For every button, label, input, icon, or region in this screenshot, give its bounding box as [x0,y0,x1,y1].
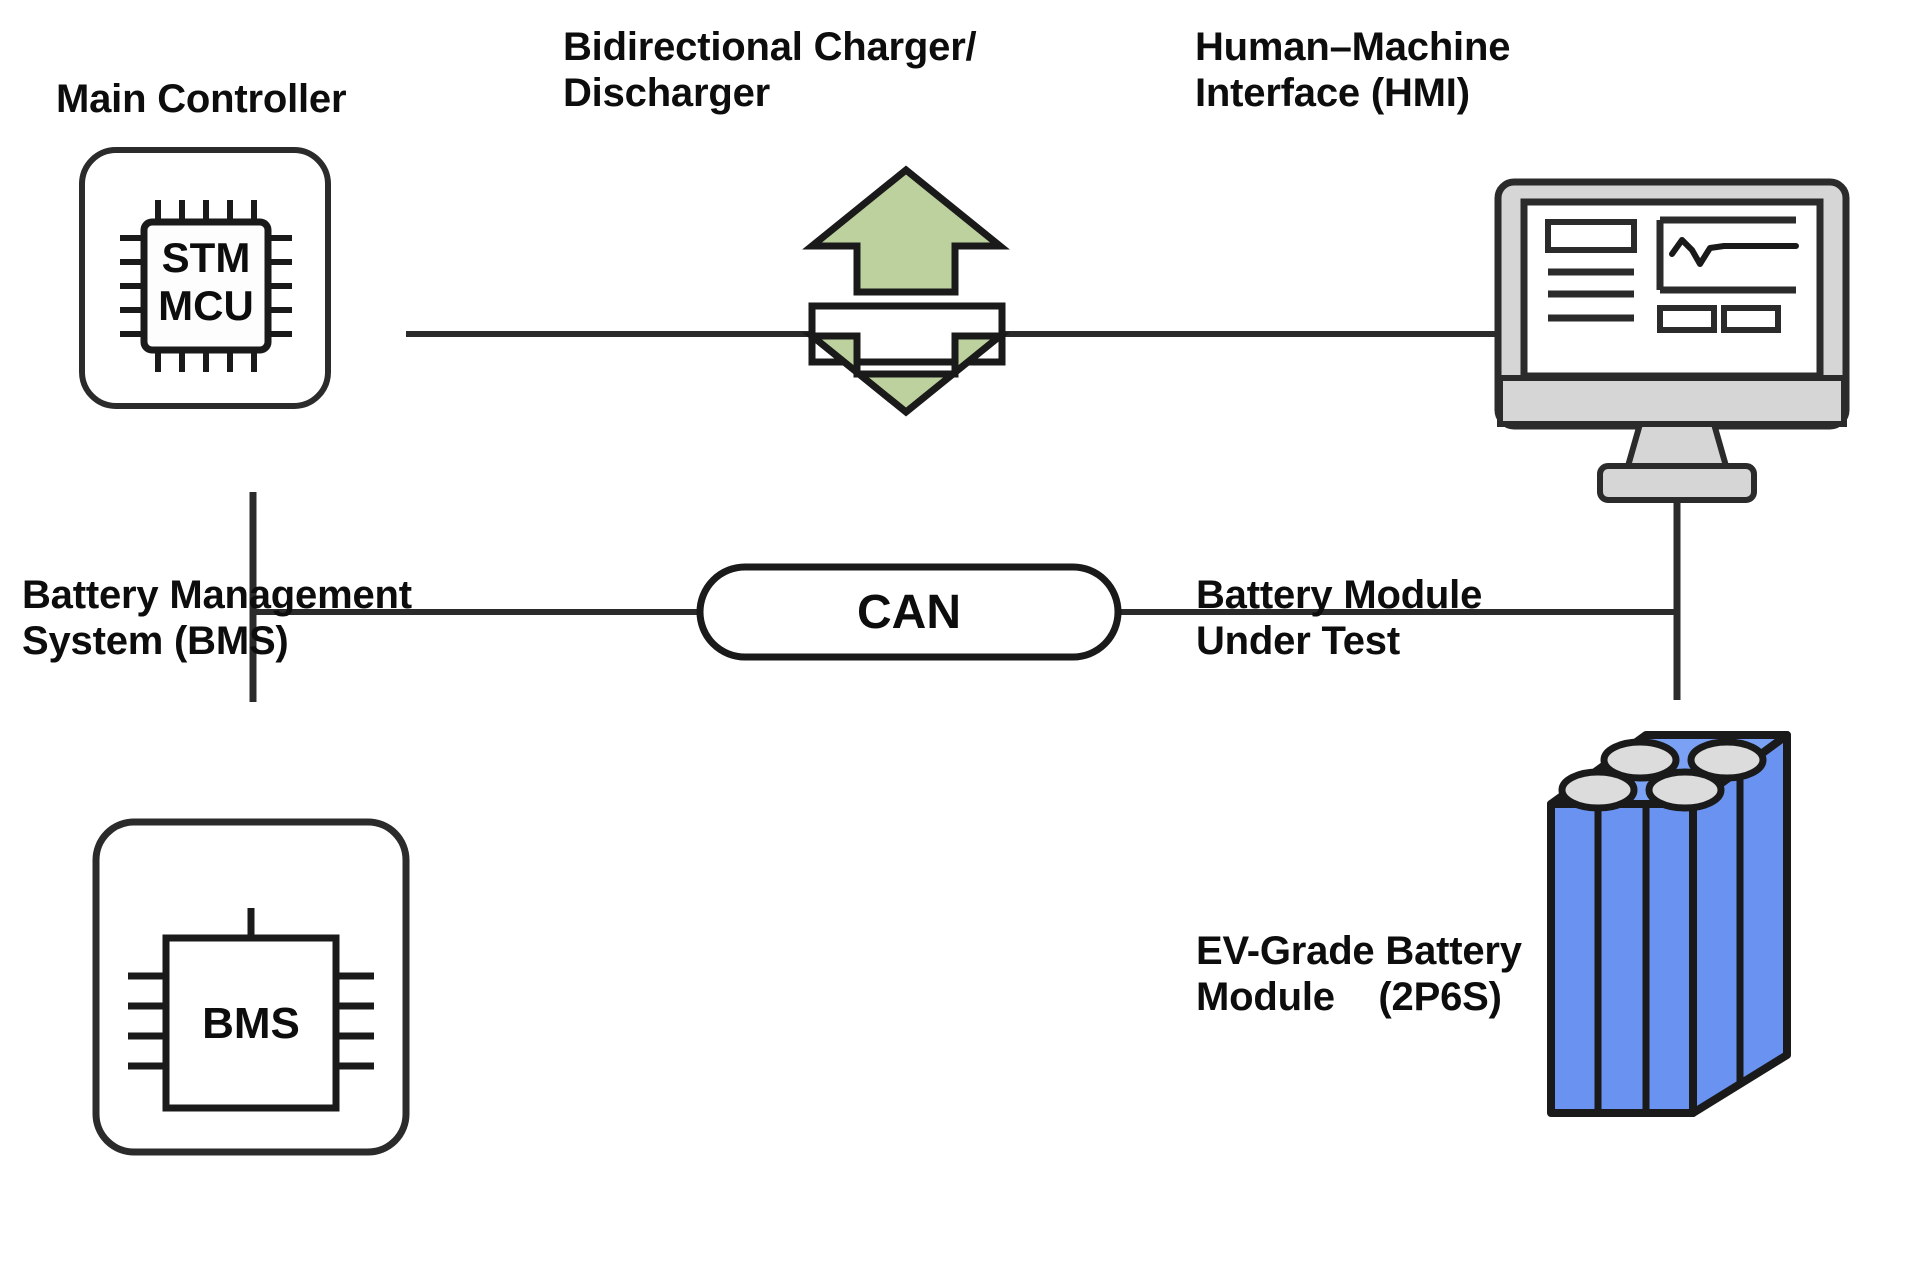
arrow-up-icon[interactable] [802,165,1010,296]
battery-label-line2: Under Test [1196,619,1400,664]
bidirectional-charger-node[interactable] [802,165,1010,417]
microcontroller-chip-icon [120,200,292,372]
chip-label-line1: STM [162,234,251,281]
hmi-label-line2: Interface (HMI) [1195,71,1470,116]
battery-caption-line2: Module (2P6S) [1196,975,1502,1020]
main-controller-node[interactable]: STM MCU [79,147,331,409]
charger-label: Bidirectional Charger/Discharger [563,24,977,117]
battery-module-node[interactable] [1547,731,1791,1117]
chip-label-line2: MCU [158,282,254,329]
bms-chip-icon [128,908,374,1112]
screen-button-right [1721,305,1781,333]
cell-top-4 [1645,768,1725,812]
bms-label-line2: System (BMS) [22,619,289,664]
screen-panel-box [1545,219,1637,253]
battery-front-face [1547,800,1697,1117]
battery-cell-tops [1558,738,1767,812]
can-bus-label: CAN [857,586,961,639]
arrow-down-icon[interactable] [802,332,1010,417]
battery-label-line1: Battery Module [1196,573,1483,617]
monitor-stand-neck [1624,421,1730,469]
can-bus-capsule[interactable] [696,563,1122,661]
main-controller-label: Main Controller [56,77,347,121]
can-bus-node[interactable]: CAN [696,563,1122,661]
hmi-label-line1: Human–Machine [1195,25,1511,69]
bms-label-line1: Battery Management [22,573,412,617]
charger-label-line2: Discharger [563,71,770,116]
cell-top-3 [1558,768,1638,812]
monitor-screen-content [1545,216,1799,333]
battery-caption-line1: EV-Grade Battery [1196,929,1522,973]
connection-lines [249,331,1681,702]
bms-node[interactable]: BMS [92,818,410,1156]
bms-chip-label: BMS [202,999,300,1048]
waveform-icon [1669,237,1799,267]
monitor-chin [1497,375,1847,427]
battery-cell-separators [1594,770,1744,1113]
hmi-node[interactable] [1494,178,1850,503]
cell-top-2 [1687,738,1767,782]
monitor-stand-base [1597,463,1757,503]
charger-label-line1: Bidirectional Charger/ [563,25,977,69]
cell-top-1 [1600,738,1680,782]
screen-button-left [1657,305,1717,333]
